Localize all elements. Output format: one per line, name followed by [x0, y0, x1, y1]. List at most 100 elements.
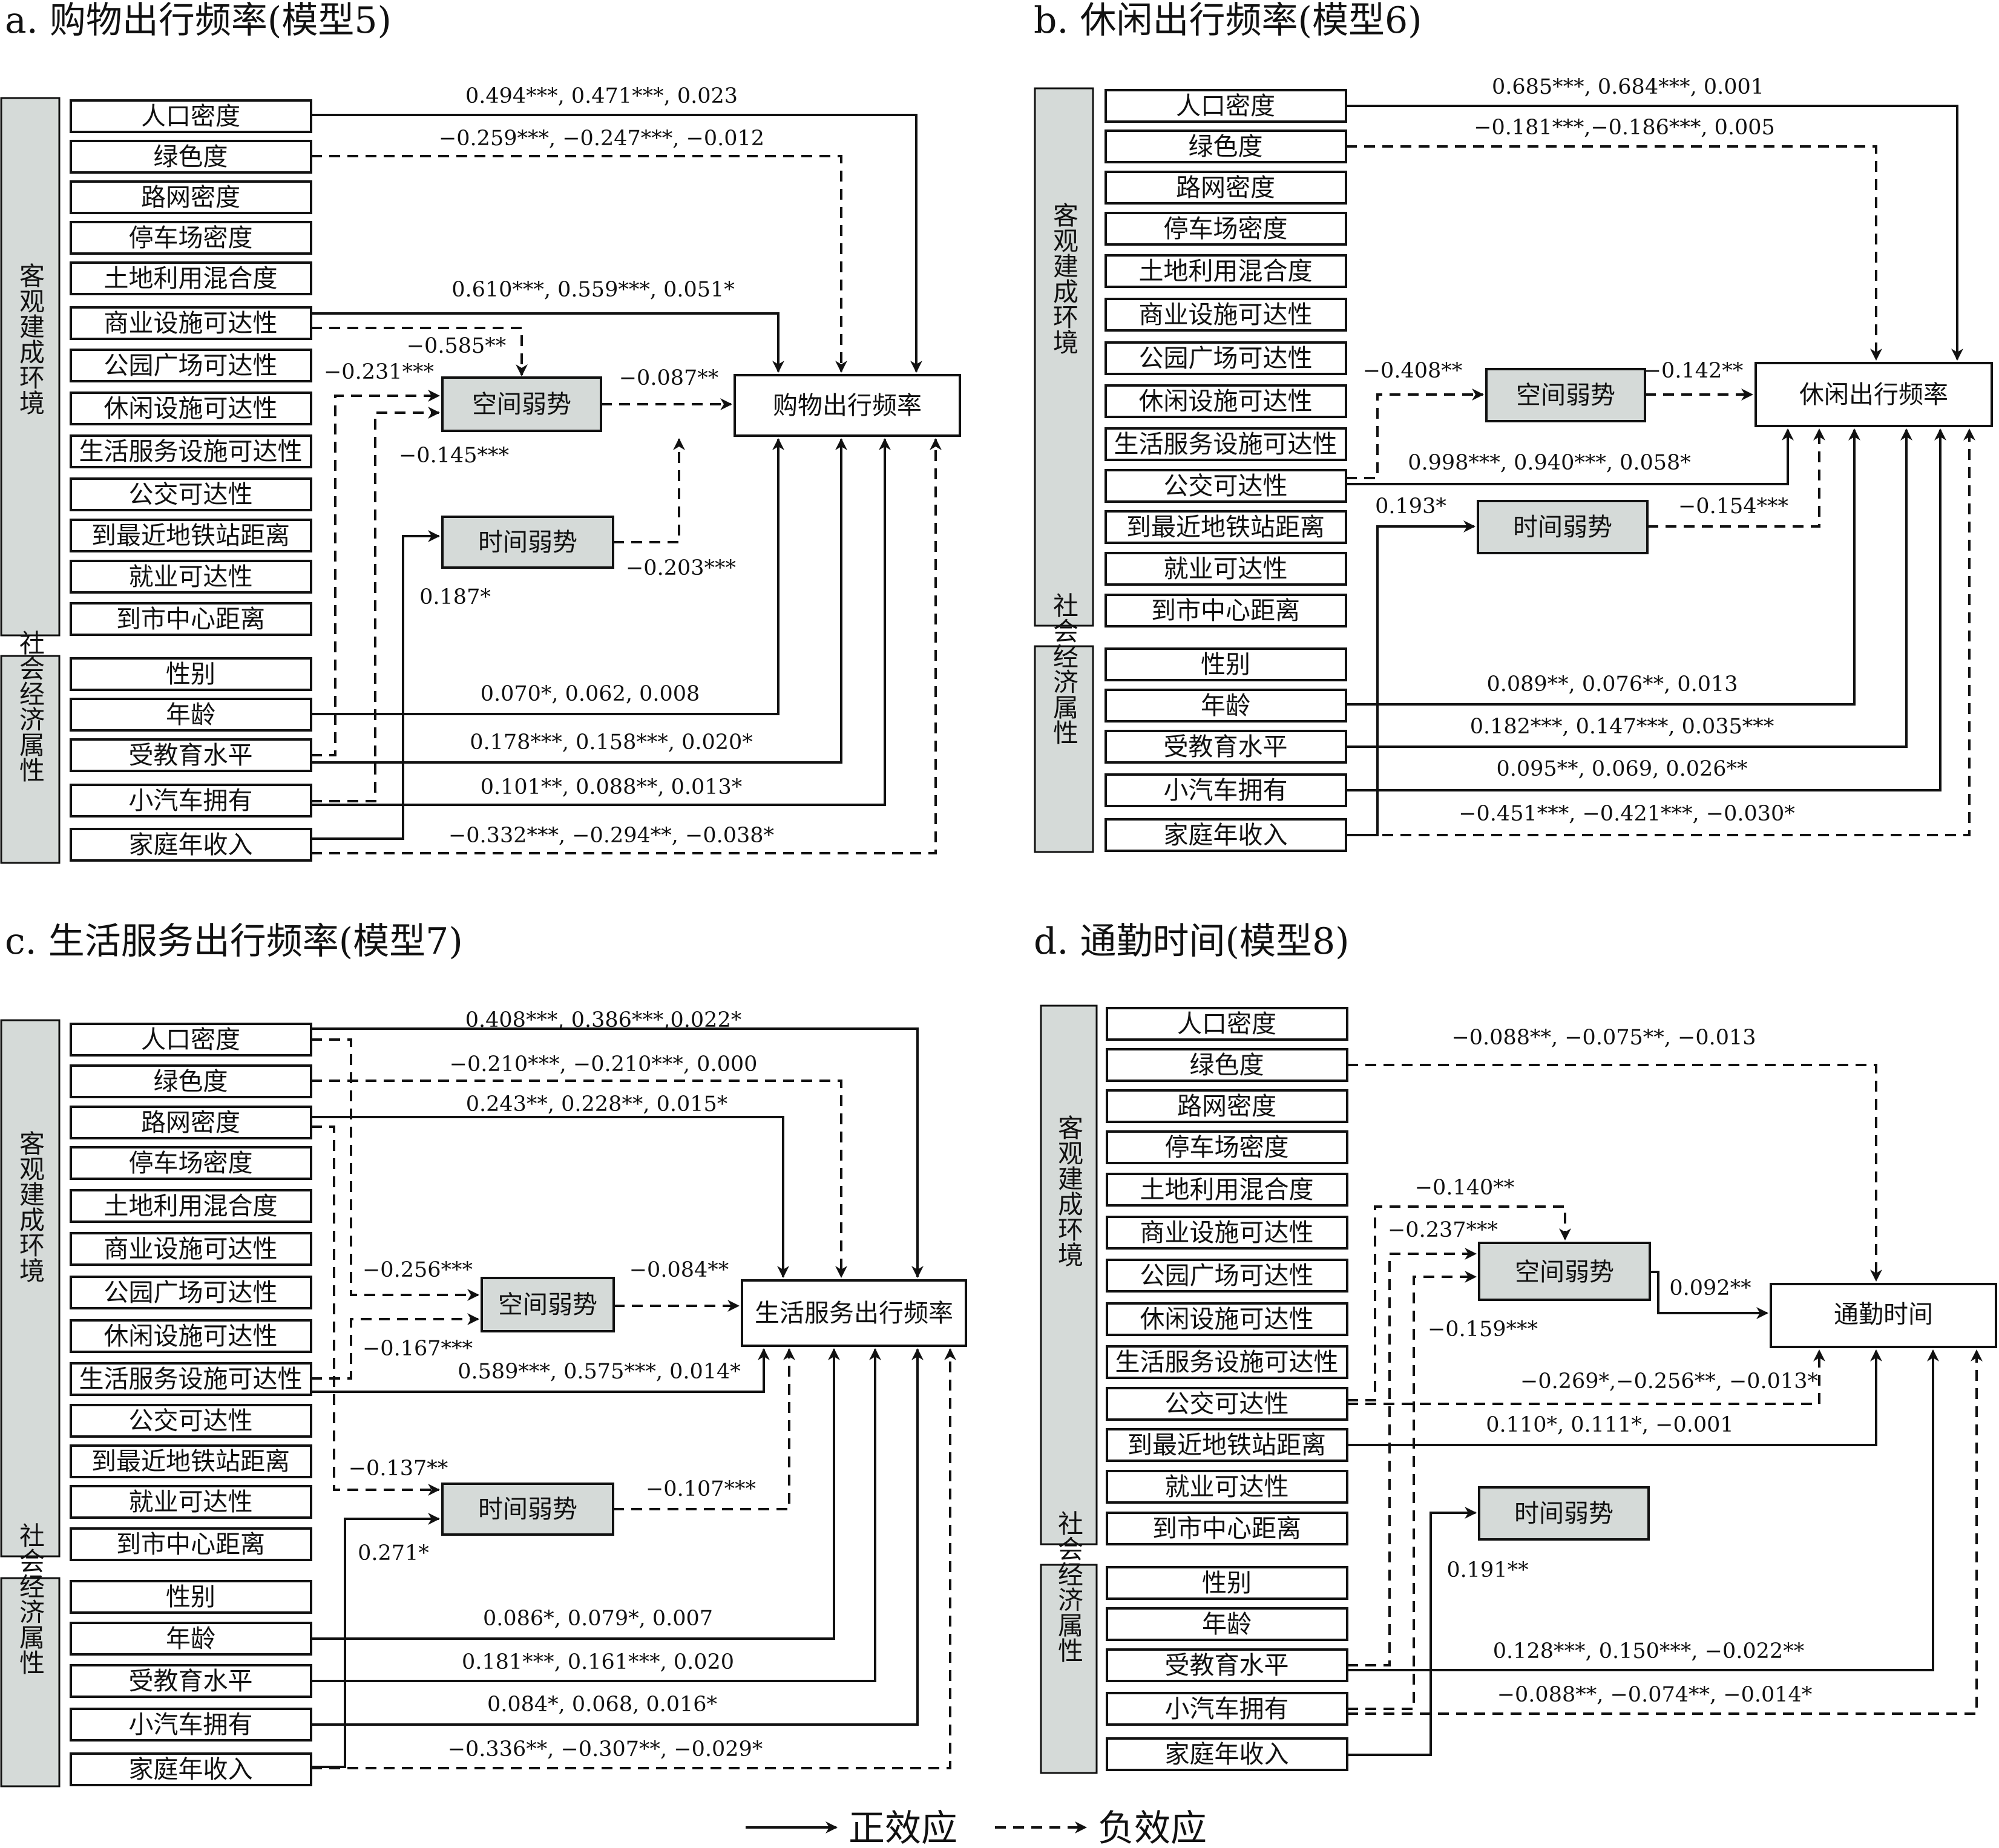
- var-population-density: 人口密度: [141, 102, 240, 131]
- var-greenness: 绿色度: [1189, 132, 1263, 161]
- var-education: 受教育水平: [129, 1666, 253, 1696]
- var-population-density: 人口密度: [1177, 1009, 1276, 1038]
- var-box: [1106, 1007, 1348, 1041]
- coefficient-label: −0.203***: [626, 556, 736, 580]
- coefficient-label: −0.269*,−0.256**, −0.013*: [1520, 1369, 1818, 1394]
- var-road-density: 路网密度: [141, 183, 240, 212]
- var-transit-access: 公交可达性: [129, 1406, 253, 1435]
- var-box: [70, 477, 312, 511]
- path-positive: [311, 438, 847, 764]
- var-job-access: 就业可达性: [1165, 1472, 1289, 1501]
- var-box: [70, 1319, 312, 1353]
- var-leisure-access: 休闲设施可达性: [1140, 1305, 1314, 1334]
- path-negative: [1346, 145, 1882, 361]
- var-box: [1105, 427, 1347, 461]
- var-box: [1106, 1216, 1348, 1250]
- target-label: 休闲出行频率: [1799, 380, 1948, 409]
- path-negative: [1647, 428, 1825, 528]
- target-label: 通勤时间: [1834, 1300, 1933, 1329]
- coefficient-label: −0.332***, −0.294**, −0.038*: [448, 824, 774, 848]
- path-negative: [1347, 1349, 1825, 1405]
- coefficient-label: 0.070*, 0.062, 0.008: [481, 682, 700, 706]
- coefficient-label: −0.088**, −0.074**, −0.014*: [1497, 1683, 1813, 1707]
- coefficient-label: 0.182***, 0.147***, 0.035***: [1470, 715, 1774, 739]
- path-negative: [1347, 1205, 1571, 1401]
- path-negative: [1347, 1248, 1477, 1666]
- coefficient-label: −0.087**: [619, 366, 719, 390]
- var-job-access: 就业可达性: [129, 1487, 253, 1516]
- var-box: [70, 828, 312, 862]
- var-household-income: 家庭年收入: [1165, 1740, 1289, 1769]
- temporal-disadvantage-label: 时间弱势: [1513, 513, 1612, 542]
- path-positive: [311, 530, 440, 840]
- var-transit-access: 公交可达性: [1165, 1389, 1289, 1418]
- socio-category-label: 社会经济属性: [16, 1522, 45, 1675]
- var-box: [1105, 594, 1347, 627]
- var-box: [70, 392, 312, 425]
- spatial-disadvantage-label: 空间弱势: [472, 390, 571, 419]
- var-greenness: 绿色度: [1190, 1050, 1264, 1080]
- var-box: [1105, 730, 1347, 764]
- var-service-access: 生活服务设施可达性: [79, 437, 303, 466]
- panel-d: d. 通勤时间(模型8) 客观建成环境 社会经济属性 人口密度 绿色度 路网密度…: [1034, 920, 1997, 1774]
- path-positive: [1346, 428, 1860, 706]
- spatial-disadvantage-box: [441, 376, 602, 432]
- path-negative: [1347, 1349, 1983, 1715]
- spatial-disadvantage-label: 空间弱势: [1515, 1257, 1614, 1286]
- path-negative: [1347, 1064, 1882, 1282]
- path-positive: [311, 114, 922, 373]
- var-box: [1106, 1512, 1348, 1545]
- var-service-access: 生活服务设施可达性: [1114, 430, 1338, 459]
- socio-category: [0, 1577, 61, 1787]
- var-box: [70, 1276, 312, 1309]
- path-positive: [1346, 428, 1946, 791]
- var-land-use-mix: 土地利用混合度: [104, 264, 278, 293]
- coefficient-label: 0.589***, 0.575***, 0.014*: [458, 1360, 741, 1384]
- coefficient-label: −0.256***: [363, 1258, 473, 1282]
- var-box: [1105, 129, 1347, 163]
- var-gender: 性别: [166, 660, 215, 689]
- var-commercial-access: 商业设施可达性: [104, 1234, 278, 1263]
- path-negative: [311, 155, 847, 373]
- var-land-use-mix: 土地利用混合度: [1139, 257, 1313, 286]
- var-metro-distance: 到最近地铁站距离: [91, 521, 290, 550]
- var-box: [70, 1622, 312, 1656]
- path-positive: [1346, 428, 1794, 485]
- var-transit-access: 公交可达性: [129, 480, 253, 509]
- var-population-density: 人口密度: [1176, 91, 1275, 120]
- var-box: [70, 1444, 312, 1478]
- panel-c: c. 生活服务出行频率(模型7) 客观建成环境 社会经济属性 人口密度 绿色度 …: [0, 920, 967, 1787]
- panel-title: b. 休闲出行频率(模型6): [1034, 0, 1422, 42]
- path-positive: [311, 1116, 789, 1278]
- var-box: [70, 784, 312, 818]
- temporal-disadvantage-label: 时间弱势: [478, 1495, 577, 1524]
- built-env-category-label: 客观建成环境: [16, 1130, 45, 1283]
- coefficient-label: 0.187*: [419, 585, 491, 609]
- coefficient-label: −0.181***,−0.186***, 0.005: [1474, 116, 1775, 140]
- coefficient-label: −0.137**: [349, 1456, 448, 1481]
- path-positive: [311, 438, 891, 806]
- var-household-income: 家庭年收入: [129, 1755, 253, 1784]
- var-park-access: 公园广场可达性: [104, 1278, 278, 1307]
- edges: [1346, 105, 1975, 836]
- coefficient-label: −0.140**: [1415, 1176, 1515, 1200]
- coefficient-label: 0.998***, 0.940***, 0.058*: [1408, 451, 1691, 475]
- path-negative: [613, 438, 685, 543]
- spatial-disadvantage-label: 空间弱势: [1516, 381, 1615, 410]
- var-service-access: 生活服务设施可达性: [1115, 1348, 1339, 1377]
- var-box: [1106, 1566, 1348, 1600]
- var-box: [1106, 1607, 1348, 1641]
- coefficients: 0.408***, 0.386***,0.022* −0.210***, −0.…: [349, 1008, 763, 1761]
- var-box: [1106, 1259, 1348, 1293]
- spatial-disadvantage-label: 空间弱势: [498, 1290, 597, 1319]
- path-negative: [311, 407, 440, 802]
- temporal-disadvantage-box: [441, 516, 614, 569]
- var-box: [70, 1404, 312, 1438]
- var-box: [1105, 254, 1347, 288]
- coefficient-label: −0.210***, −0.210***, 0.000: [450, 1052, 758, 1076]
- var-parking-density: 停车场密度: [129, 1148, 253, 1178]
- coefficient-label: 0.084*, 0.068, 0.016*: [487, 1692, 717, 1717]
- panel-a: a. 购物出行频率(模型5) 客观建成环境 社会经济属性 人口密度 绿色度 路网…: [0, 0, 961, 864]
- built-env-category: [1040, 1004, 1098, 1545]
- built-env-category-label: 客观建成环境: [1054, 1115, 1084, 1267]
